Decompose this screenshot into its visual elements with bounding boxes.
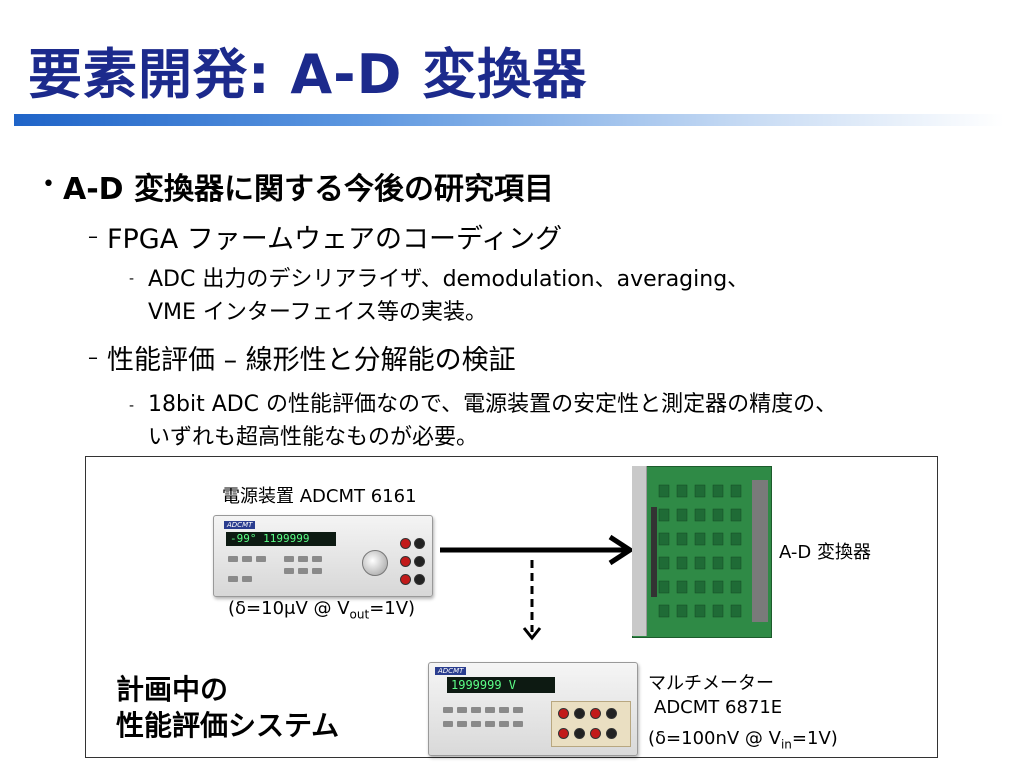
dmm-key: [443, 707, 453, 713]
firmware-detail-line2: VME インターフェイス等の実装。: [148, 300, 487, 325]
adc-board-image: [632, 466, 772, 638]
solid-arrow-head: [608, 534, 635, 566]
evaluation-detail-line1: 18bit ADC の性能評価なので、電源装置の安定性と測定器の精度の、: [148, 392, 838, 417]
adc-label: A-D 変換器: [779, 542, 871, 563]
dmm-spec-suffix: =1V): [791, 728, 838, 749]
dmm-key: [471, 707, 481, 713]
detail-dash: -: [129, 398, 135, 414]
planned-line1: 計画中の: [116, 673, 229, 706]
sub-bullet-firmware: FPGA ファームウェアのコーディング: [107, 224, 563, 255]
psu-key: [228, 556, 238, 562]
dmm-jack: [574, 708, 585, 719]
planned-line2: 性能評価システム: [116, 709, 340, 742]
bullet-heading: A-D 変換器に関する今後の研究項目: [63, 172, 555, 207]
psu-jack: [414, 556, 425, 567]
dmm-key: [457, 707, 467, 713]
evaluation-detail-line2: いずれも超高性能なものが必要。: [148, 425, 479, 450]
planned-system-label: 計画中の 性能評価システム: [116, 672, 339, 744]
psu-jack: [414, 574, 425, 585]
dmm-label-line2: ADCMT 6871E: [654, 697, 783, 718]
sub-bullet-evaluation: 性能評価 – 線形性と分解能の検証: [107, 345, 516, 376]
psu-key: [284, 556, 294, 562]
dashed-arrow-head: [522, 627, 542, 641]
psu-key: [228, 576, 238, 582]
psu-jack: [400, 538, 411, 549]
dmm-spec-prefix: (δ=100nV @ V: [648, 728, 781, 749]
dmm-jack: [590, 728, 601, 739]
front-connector: [651, 507, 657, 597]
sub-bullet-dash: –: [88, 345, 98, 369]
dmm-key: [443, 721, 453, 727]
psu-jack: [400, 556, 411, 567]
psu-key: [298, 556, 308, 562]
psu-spec-subscript: out: [349, 607, 370, 622]
psu-jack: [414, 538, 425, 549]
psu-resolution-spec: (δ=10μV @ Vout=1V): [228, 598, 415, 622]
dmm-spec-subscript: in: [780, 737, 792, 752]
psu-display: -99° 1199999: [226, 532, 336, 546]
detail-dash: -: [129, 271, 135, 287]
dmm-jack: [558, 708, 569, 719]
psu-spec-suffix: =1V): [369, 598, 416, 619]
dmm-key: [513, 707, 523, 713]
title-underline-bar: [14, 114, 1004, 126]
psu-key: [256, 556, 266, 562]
dmm-key: [457, 721, 467, 727]
board-backplane-connector: [752, 480, 768, 622]
dmm-key: [513, 721, 523, 727]
psu-jack: [400, 574, 411, 585]
sub-bullet-dash: –: [88, 224, 98, 248]
psu-brand-logo: ADCMT: [224, 521, 256, 529]
board-front-panel: [632, 466, 647, 636]
slide-title: 要素開発: A-D 変換器: [28, 43, 588, 106]
power-supply-image: ADCMT -99° 1199999: [213, 515, 433, 597]
dmm-jack: [606, 728, 617, 739]
psu-key: [312, 568, 322, 574]
dmm-terminal-panel: [551, 701, 631, 747]
dmm-key: [485, 721, 495, 727]
psu-key: [312, 556, 322, 562]
dmm-jack: [558, 728, 569, 739]
dmm-key: [499, 721, 509, 727]
psu-key: [298, 568, 308, 574]
firmware-detail-line1: ADC 出力のデシリアライザ、demodulation、averaging、: [148, 267, 750, 292]
evaluation-detail: 18bit ADC の性能評価なので、電源装置の安定性と測定器の精度の、 いずれ…: [148, 388, 837, 454]
psu-dial-knob: [362, 550, 388, 576]
dmm-key: [485, 707, 495, 713]
firmware-detail: ADC 出力のデシリアライザ、demodulation、averaging、 V…: [148, 263, 749, 329]
psu-key: [242, 576, 252, 582]
board-components: [651, 484, 742, 618]
multimeter-image: ADCMT 1999999 V: [428, 662, 638, 756]
psu-spec-prefix: (δ=10μV @ V: [228, 598, 350, 619]
dmm-label-line1: マルチメーター: [648, 673, 774, 694]
psu-label: 電源装置 ADCMT 6161: [222, 486, 417, 507]
dmm-display: 1999999 V: [447, 677, 555, 693]
dmm-key: [471, 721, 481, 727]
bullet-dot: •: [42, 172, 55, 197]
psu-key: [284, 568, 294, 574]
dmm-jack: [606, 708, 617, 719]
dmm-jack: [574, 728, 585, 739]
dmm-brand-logo: ADCMT: [435, 667, 467, 675]
psu-key: [242, 556, 252, 562]
dmm-key: [499, 707, 509, 713]
dmm-resolution-spec: (δ=100nV @ Vin=1V): [648, 728, 838, 752]
dmm-jack: [590, 708, 601, 719]
